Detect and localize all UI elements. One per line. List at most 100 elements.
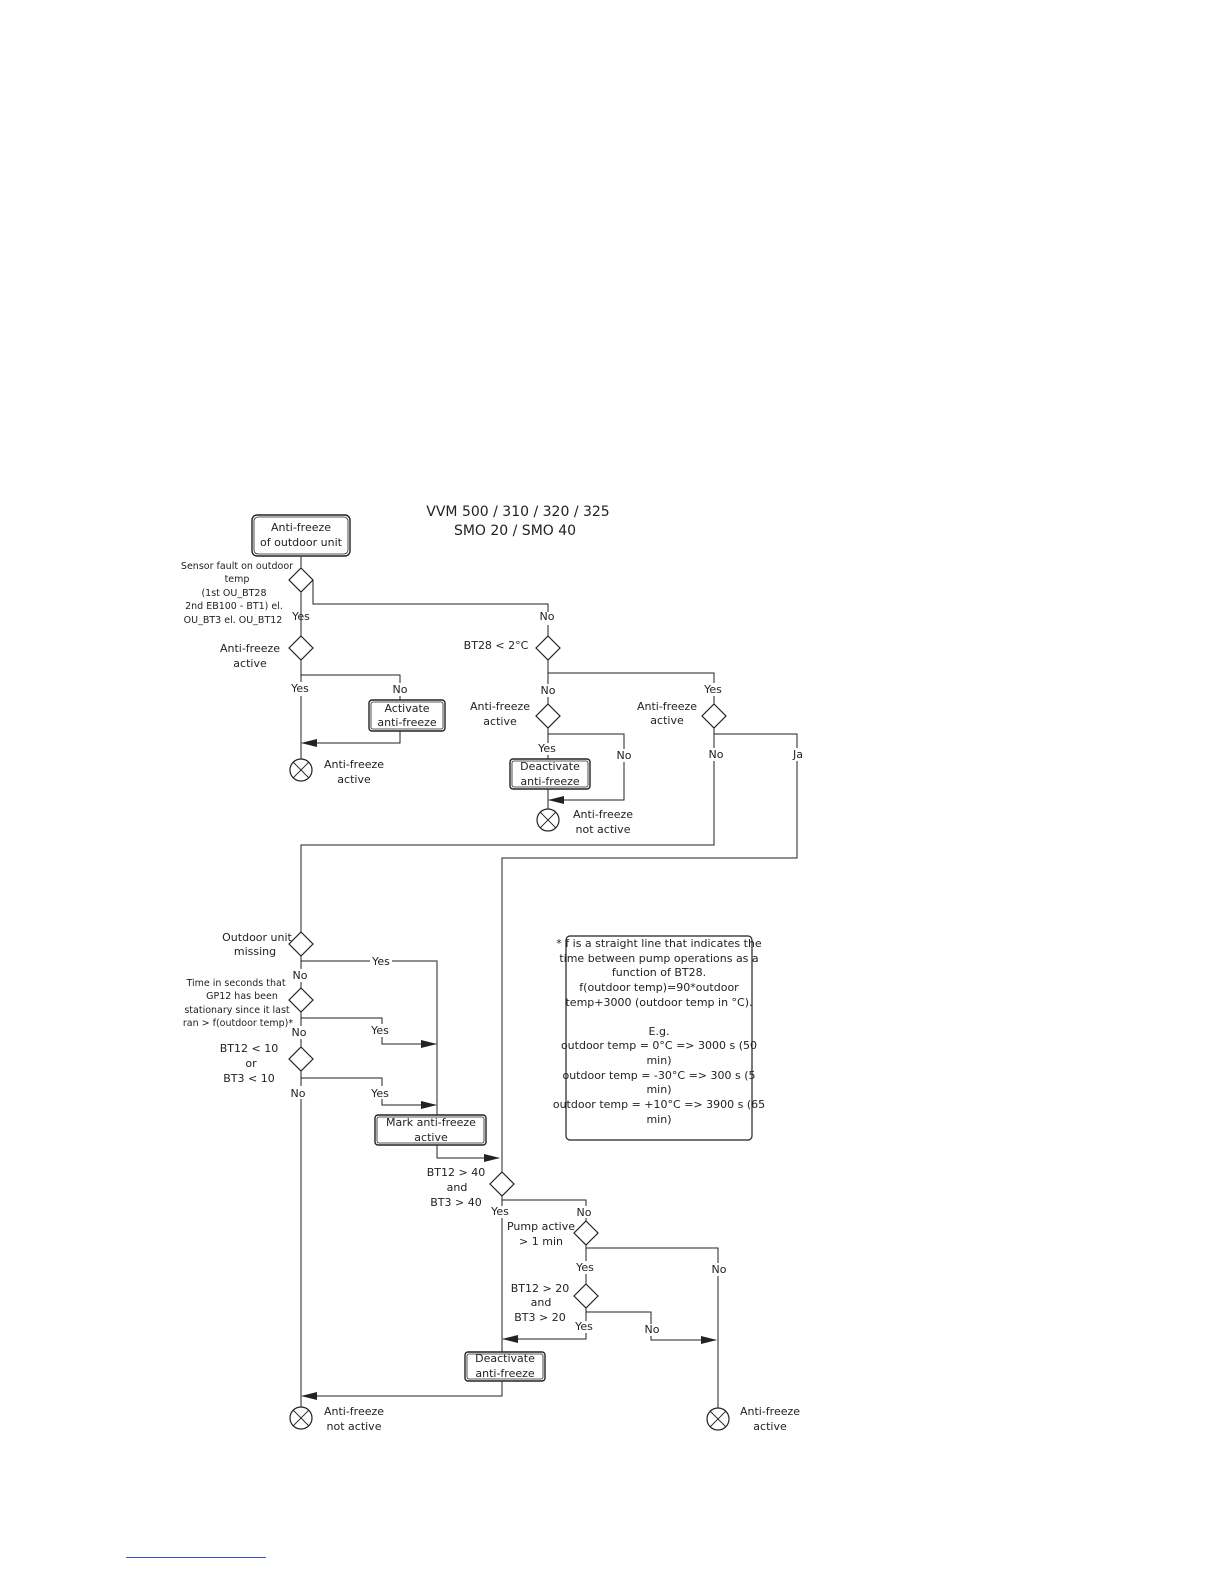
decision-time-stationary [288, 987, 314, 1013]
af-active-terminal-2-line-2: active [753, 1420, 787, 1433]
label-no-4: No [617, 749, 632, 762]
time-cond-line-3: stationary since it last [184, 1005, 290, 1016]
label-yes-1: Yes [291, 610, 310, 623]
label-yes-6: Yes [370, 1024, 389, 1037]
box-deactivate-anti-freeze-bottom: Deactivate anti-freeze [464, 1351, 546, 1382]
box-activate-anti-freeze: Activate anti-freeze [368, 699, 446, 732]
decision-anti-freeze-active-3 [701, 703, 727, 729]
af-active-label-2-line-1: Anti-freeze [470, 700, 530, 713]
title-line-2: SMO 20 / SMO 40 [454, 523, 576, 539]
decision-pump-active [573, 1220, 599, 1246]
decision-bt12-gt-20 [573, 1283, 599, 1309]
af-active-label-1-line-1: Anti-freeze [220, 642, 280, 655]
time-cond-line-1: Time in seconds that [185, 978, 285, 989]
note-line-2: time between pump operations as a [559, 952, 758, 965]
label-yes-2: Yes [290, 682, 309, 695]
note-line-8: outdoor temp = 0°C => 3000 s (50 [561, 1039, 757, 1052]
bt12-20-line-1: BT12 > 20 [511, 1282, 569, 1295]
label-yes-3: Yes [703, 683, 722, 696]
deactivate-bottom-line-1: Deactivate [475, 1352, 535, 1365]
bt28-condition: BT28 < 2°C [464, 639, 529, 652]
note-line-7: E.g. [649, 1025, 670, 1038]
af-not-active-terminal-2-line-2: not active [327, 1420, 382, 1433]
terminal-anti-freeze-not-active-1 [536, 808, 560, 832]
outdoor-missing-line-2: missing [234, 945, 276, 958]
af-active-label-2-line-2: active [483, 715, 517, 728]
title-line-1: VVM 500 / 310 / 320 / 325 [426, 504, 609, 520]
deactivate-top-line-2: anti-freeze [520, 775, 580, 788]
label-no-11: No [645, 1323, 660, 1336]
footnote-rule [126, 1557, 266, 1558]
note-line-9: min) [646, 1054, 671, 1067]
label-yes-8: Yes [490, 1205, 509, 1218]
label-no-10: No [712, 1263, 727, 1276]
bt12-10-line-2: or [245, 1057, 257, 1070]
label-no-9: No [577, 1206, 592, 1219]
start-line-2: of outdoor unit [260, 536, 343, 549]
sensor-fault-line-5: OU_BT3 el. OU_BT12 [184, 615, 283, 626]
af-active-label-3-line-2: active [650, 714, 684, 727]
note-line-1: * f is a straight line that indicates th… [556, 937, 762, 950]
label-no-2: No [393, 683, 408, 696]
deactivate-top-line-1: Deactivate [520, 760, 580, 773]
labels: Sensor fault on outdoor temp (1st OU_BT2… [181, 561, 803, 1433]
time-cond-line-4: ran > f(outdoor temp)* [183, 1018, 293, 1029]
start-line-1: Anti-freeze [271, 521, 331, 534]
note-line-10: outdoor temp = -30°C => 300 s (5 [562, 1069, 755, 1082]
connectors [300, 557, 798, 1408]
note-line-4: f(outdoor temp)=90*outdoor [579, 981, 739, 994]
af-active-terminal-1-line-1: Anti-freeze [324, 758, 384, 771]
decision-outdoor-unit-missing [288, 931, 314, 957]
mark-line-2: active [414, 1131, 448, 1144]
time-cond-line-2: GP12 has been [206, 991, 278, 1002]
decision-bt12-lt-10 [288, 1046, 314, 1072]
label-ja: Ja [792, 748, 803, 761]
af-active-terminal-2-line-1: Anti-freeze [740, 1405, 800, 1418]
deactivate-bottom-line-2: anti-freeze [475, 1367, 535, 1380]
bt12-20-line-3: BT3 > 20 [514, 1311, 565, 1324]
terminal-anti-freeze-not-active-2 [289, 1406, 313, 1430]
terminal-anti-freeze-active-2 [706, 1407, 730, 1431]
af-not-active-terminal-2-line-1: Anti-freeze [324, 1405, 384, 1418]
note-line-11: min) [646, 1083, 671, 1096]
bt12-40-line-3: BT3 > 40 [430, 1196, 481, 1209]
activate-line-2: anti-freeze [377, 716, 437, 729]
af-not-active-terminal-1-line-1: Anti-freeze [573, 808, 633, 821]
label-yes-9: Yes [575, 1261, 594, 1274]
sensor-fault-line-2: temp [225, 574, 250, 585]
label-no-5: No [709, 748, 724, 761]
bt12-20-line-2: and [531, 1296, 552, 1309]
bt12-10-line-3: BT3 < 10 [223, 1072, 274, 1085]
box-start: Anti-freeze of outdoor unit [251, 514, 351, 557]
bt12-40-line-2: and [447, 1181, 468, 1194]
af-active-label-3-line-1: Anti-freeze [637, 700, 697, 713]
note-line-5: temp+3000 (outdoor temp in °C). [565, 996, 752, 1009]
note-line-3: function of BT28. [612, 966, 706, 979]
label-yes-7: Yes [370, 1087, 389, 1100]
note-box: * f is a straight line that indicates th… [553, 935, 765, 1141]
decision-bt28 [535, 635, 561, 661]
note-line-13: min) [646, 1113, 671, 1126]
pump-line-1: Pump active [507, 1220, 575, 1233]
label-no-3: No [541, 684, 556, 697]
mark-line-1: Mark anti-freeze [386, 1116, 476, 1129]
sensor-fault-line-4: 2nd EB100 - BT1) el. [185, 601, 283, 612]
sensor-fault-line-3: (1st OU_BT28 [201, 588, 266, 599]
label-no-1: No [540, 610, 555, 623]
bt12-10-line-1: BT12 < 10 [220, 1042, 278, 1055]
decision-sensor-fault [288, 567, 314, 593]
label-yes-4: Yes [537, 742, 556, 755]
label-no-7: No [292, 1026, 307, 1039]
decision-bt12-gt-40 [489, 1171, 515, 1197]
activate-line-1: Activate [384, 702, 429, 715]
decision-anti-freeze-active-2 [535, 703, 561, 729]
label-no-8: No [291, 1087, 306, 1100]
label-no-6: No [293, 969, 308, 982]
af-active-label-1-line-2: active [233, 657, 267, 670]
box-mark-anti-freeze: Mark anti-freeze active [374, 1114, 487, 1146]
pump-line-2: > 1 min [519, 1235, 563, 1248]
af-active-terminal-1-line-2: active [337, 773, 371, 786]
outdoor-missing-line-1: Outdoor unit [222, 931, 292, 944]
label-yes-5: Yes [371, 955, 390, 968]
